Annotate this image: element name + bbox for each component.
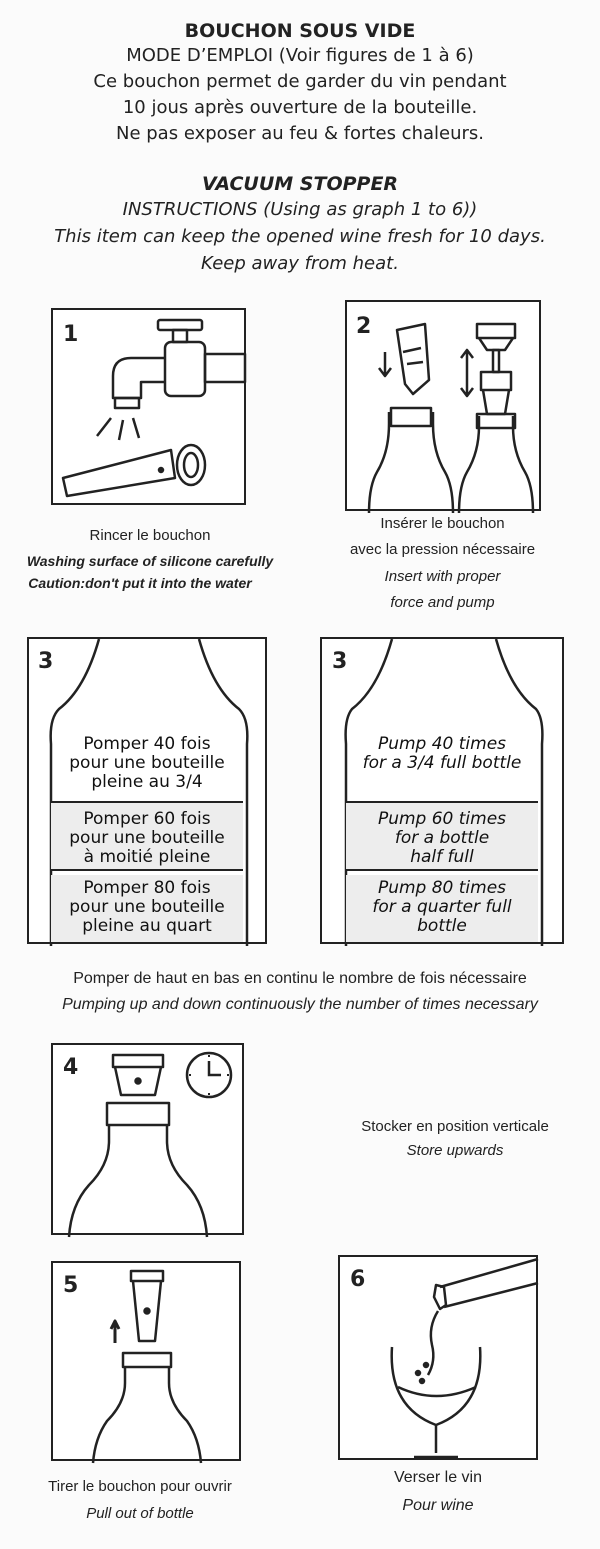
band-line: pour une bouteille [69, 753, 225, 773]
pour-wine-illustration [390, 1257, 539, 1459]
en-band-40: Pump 40 times for a 3/4 full bottle [346, 733, 538, 799]
title-fr: BOUCHON SOUS VIDE [184, 20, 416, 42]
intro-fr-line-2: 10 jous après ouverture de la bouteille. [122, 97, 478, 118]
step-2-caption-fr-2: avec la pression nécessaire [349, 541, 536, 558]
intro-fr-line-3: Ne pas exposer au feu & fortes chaleurs. [116, 123, 484, 144]
step-1-caption-en-1: Washing surface of silicone carefully [26, 553, 274, 569]
band-line: Pomper 60 fois [83, 809, 211, 829]
step-5-caption-en: Pull out of bottle [86, 1505, 194, 1522]
band-line: Pomper 80 fois [83, 878, 211, 898]
step-1-caption-en-2: Caution:don't put it into the water [28, 575, 252, 591]
band-line: Pump 60 times [377, 809, 507, 829]
intro-en-line-2: Keep away from heat. [201, 253, 399, 274]
step-3-fr-number: 3 [38, 649, 54, 674]
band-line: half full [410, 847, 474, 867]
band-line: for a quarter full [372, 897, 512, 917]
band-line: for a 3/4 full bottle [362, 753, 522, 773]
intro-fr-line-1: Ce bouchon permet de garder du vin penda… [93, 71, 507, 92]
band-line: Pomper 40 fois [83, 734, 211, 754]
step-6-panel: 6 [338, 1255, 539, 1460]
step-1-caption-fr: Rincer le bouchon [89, 527, 211, 544]
pump-note-fr: Pomper de haut en bas en continu le nomb… [73, 970, 527, 987]
subtitle-en: INSTRUCTIONS (Using as graph 1 to 6)) [122, 199, 478, 220]
step-3-en-panel: 3 Pump 40 times for a 3/4 full bottle Pu… [320, 637, 564, 946]
band-line: for a bottle [394, 828, 490, 848]
band-line: pleine au 3/4 [91, 772, 203, 792]
bottle-outline-fr [49, 638, 249, 946]
band-line: pour une bouteille [69, 828, 225, 848]
step-4-number: 4 [63, 1055, 79, 1080]
pump-note-en: Pumping up and down continuously the num… [62, 996, 538, 1013]
insert-stopper-illustration [367, 322, 535, 514]
title-en: VACUUM STOPPER [201, 173, 399, 195]
step-3-fr-panel: 3 Pomper 40 fois pour une bouteille plei… [27, 637, 267, 946]
step-2-caption-en-1: Insert with proper [384, 568, 501, 585]
pull-stopper-illustration [91, 1269, 203, 1464]
en-band-60: Pump 60 times for a bottle half full [346, 801, 538, 871]
clock-icon [185, 1051, 233, 1099]
band-line: pour une bouteille [69, 897, 225, 917]
step-6-number: 6 [350, 1267, 366, 1292]
intro-en-line-1: This item can keep the opened wine fresh… [54, 226, 546, 247]
step-6-caption-fr: Verser le vin [393, 1469, 483, 1486]
step-5-caption-fr: Tirer le bouchon pour ouvrir [48, 1478, 232, 1495]
fr-band-60: Pomper 60 fois pour une bouteille à moit… [51, 801, 243, 871]
faucet-rinse-illustration [61, 318, 247, 498]
band-line: à moitié pleine [83, 847, 211, 867]
step-3-en-number: 3 [332, 649, 348, 674]
bottle-outline-en [344, 638, 544, 946]
band-line: Pump 40 times [377, 734, 507, 754]
step-4-panel: 4 [51, 1043, 244, 1238]
step-5-panel: 5 [51, 1261, 241, 1464]
step-1-panel: 1 [51, 308, 247, 505]
step-1-number: 1 [63, 322, 79, 347]
step-4-caption-en: Store upwards [406, 1142, 504, 1159]
band-line: bottle [417, 916, 467, 936]
step-2-caption-fr-1: Insérer le bouchon [380, 515, 505, 532]
band-line: pleine au quart [82, 916, 212, 936]
step-2-panel: 2 [345, 300, 541, 514]
step-6-caption-en: Pour wine [402, 1497, 474, 1514]
stored-bottle-illustration [67, 1051, 233, 1238]
en-band-80: Pump 80 times for a quarter full bottle [346, 875, 538, 942]
fr-band-80: Pomper 80 fois pour une bouteille pleine… [51, 875, 243, 942]
step-2-number: 2 [356, 314, 372, 339]
fr-band-40: Pomper 40 fois pour une bouteille pleine… [51, 733, 243, 799]
step-4-caption-fr: Stocker en position verticale [361, 1118, 549, 1135]
band-line: Pump 80 times [377, 878, 507, 898]
step-5-number: 5 [63, 1273, 79, 1298]
step-2-caption-en-2: force and pump [390, 594, 495, 611]
subtitle-fr: MODE D’EMPLOI (Voir figures de 1 à 6) [126, 45, 474, 66]
